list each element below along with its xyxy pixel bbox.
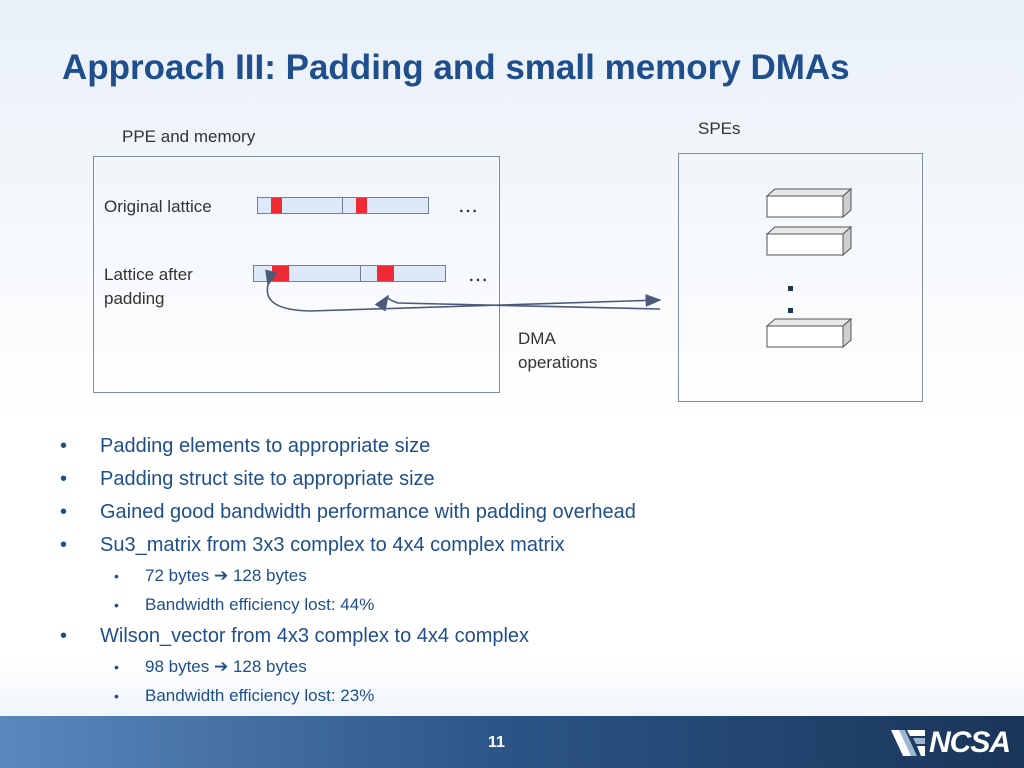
slide-title: Approach III: Padding and small memory D… [62, 48, 850, 87]
bullet-su3-matrix: Su3_matrix from 3x3 complex to 4x4 compl… [60, 531, 960, 564]
dma-arrow-long [265, 269, 662, 312]
spe-vertical-dot-2 [788, 308, 793, 313]
spe-vertical-dot-1 [788, 286, 793, 291]
original-lattice-bar [257, 197, 429, 214]
bullet-padding-struct: Padding struct site to appropriate size [60, 465, 960, 498]
original-lattice-element-1 [271, 198, 282, 213]
original-lattice-divider [342, 198, 343, 213]
right-arrow-icon: ➔ [214, 566, 229, 586]
ncsa-logo: NCSA [890, 726, 1011, 760]
spes-label: SPEs [698, 119, 741, 138]
ncsa-logo-mark-icon [890, 730, 925, 756]
spe-block-3 [765, 317, 853, 349]
bullet-wilson-vector: Wilson_vector from 4x3 complex to 4x4 co… [60, 622, 960, 655]
original-lattice-label: Original lattice [104, 197, 212, 216]
subbullet-efficiency-23: Bandwidth efficiency lost: 23% [60, 684, 960, 713]
page-number: 11 [488, 734, 505, 751]
subbullet-98-bytes-before: 98 bytes [145, 657, 214, 676]
subbullet-98-bytes-after: 128 bytes [228, 657, 307, 676]
subbullet-72-bytes-before: 72 bytes [145, 566, 214, 585]
spe-block-1 [765, 187, 853, 219]
right-arrow-icon: ➔ [214, 657, 229, 677]
footer-bar: 11 NCSA [0, 716, 1024, 768]
original-lattice-ellipsis: … [458, 193, 479, 217]
dma-label: DMA operations [518, 329, 598, 372]
bullet-padding-elements: Padding elements to appropriate size [60, 432, 960, 465]
bullet-bandwidth: Gained good bandwidth performance with p… [60, 498, 960, 531]
spes-box [678, 153, 923, 402]
subbullet-72-bytes-after: 128 bytes [228, 566, 307, 585]
subbullet-72-bytes: 72 bytes ➔ 128 bytes [60, 564, 960, 593]
subbullet-98-bytes: 98 bytes ➔ 128 bytes [60, 655, 960, 684]
original-lattice-element-2 [356, 198, 367, 213]
subbullet-efficiency-44: Bandwidth efficiency lost: 44% [60, 593, 960, 622]
padded-lattice-label: Lattice after padding [104, 265, 193, 308]
ncsa-logo-text: NCSA [928, 726, 1011, 759]
ppe-label: PPE and memory [122, 127, 256, 146]
spe-block-2 [765, 225, 853, 257]
bullet-list: Padding elements to appropriate size Pad… [60, 432, 960, 713]
